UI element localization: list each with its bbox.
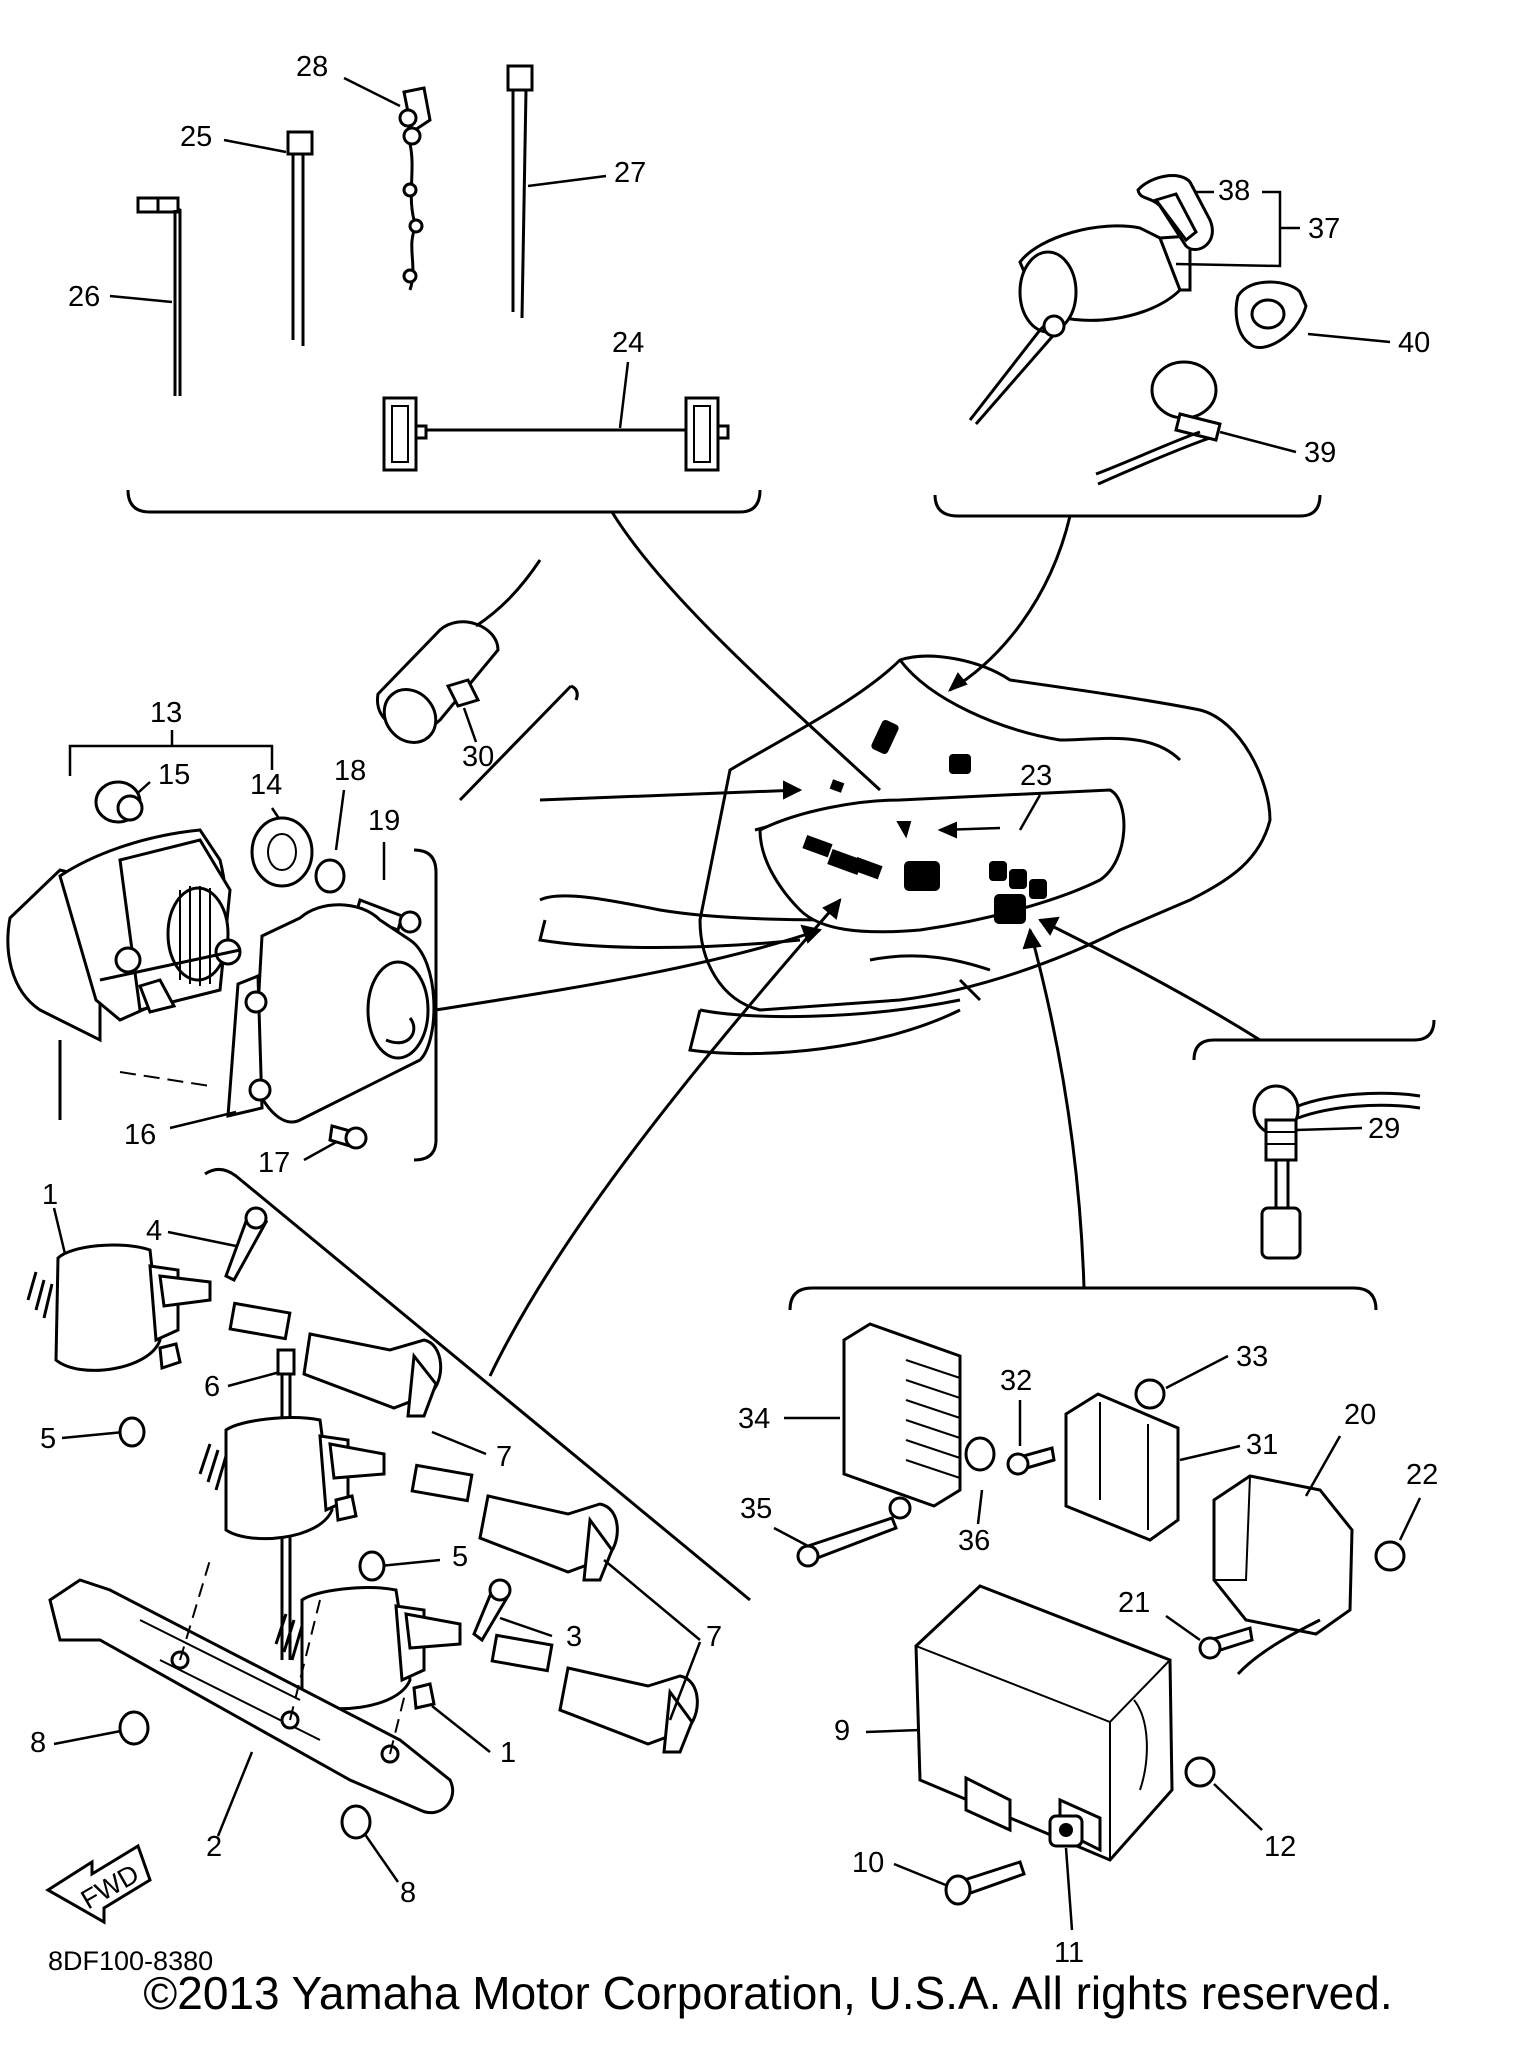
callout-15: 15 xyxy=(158,759,190,791)
callout-28: 28 xyxy=(296,51,328,83)
callout-25: 25 xyxy=(180,121,212,153)
snowmobile-outline: 23 xyxy=(538,654,1272,1056)
callout-35: 35 xyxy=(740,1493,772,1525)
copyright-footer: ©2013 Yamaha Motor Corporation, U.S.A. A… xyxy=(143,1967,1393,2019)
callout-14: 14 xyxy=(250,769,282,801)
callout-2: 2 xyxy=(206,1831,222,1863)
callout-3: 3 xyxy=(566,1621,582,1653)
callout-32: 32 xyxy=(1000,1365,1032,1397)
callout-8: 8 xyxy=(30,1727,46,1759)
callout-19: 19 xyxy=(368,805,400,837)
callout-38: 38 xyxy=(1218,175,1250,207)
callout-29: 29 xyxy=(1368,1113,1400,1145)
callout-7: 7 xyxy=(496,1441,512,1473)
group-sensor: 29 xyxy=(1038,916,1436,1260)
callout-7b: 7 xyxy=(706,1621,722,1653)
callout-11: 11 xyxy=(1054,1937,1084,1969)
callout-22: 22 xyxy=(1406,1459,1438,1491)
callout-24: 24 xyxy=(612,327,644,359)
group-capacitor: 30 xyxy=(376,559,803,802)
callout-40: 40 xyxy=(1398,327,1430,359)
callout-26: 26 xyxy=(68,281,100,313)
callout-16: 16 xyxy=(124,1119,156,1151)
callout-13: 13 xyxy=(150,697,182,729)
callout-1: 1 xyxy=(42,1179,58,1211)
callout-27: 27 xyxy=(614,157,646,189)
callout-36: 36 xyxy=(958,1525,990,1557)
callout-20: 20 xyxy=(1344,1399,1376,1431)
callout-17: 17 xyxy=(258,1147,290,1179)
callout-39: 39 xyxy=(1304,437,1336,469)
callout-1b: 1 xyxy=(500,1737,516,1769)
group-ecu-regulators: 34 35 36 32 33 31 20 22 21 xyxy=(738,927,1438,1969)
callout-18: 18 xyxy=(334,755,366,787)
callout-9: 9 xyxy=(834,1715,850,1747)
callout-8b: 8 xyxy=(400,1877,416,1909)
callout-23: 23 xyxy=(1020,760,1052,792)
callout-5: 5 xyxy=(40,1423,56,1455)
callout-34: 34 xyxy=(738,1403,770,1435)
callout-5b: 5 xyxy=(452,1541,468,1573)
callout-30: 30 xyxy=(462,741,494,773)
callout-33: 33 xyxy=(1236,1341,1268,1373)
callout-37: 37 xyxy=(1308,213,1340,245)
callout-21: 21 xyxy=(1118,1587,1150,1619)
callout-31: 31 xyxy=(1246,1429,1278,1461)
group-main-switch: 38 37 40 39 xyxy=(933,174,1430,692)
callout-6: 6 xyxy=(204,1371,220,1403)
group-harness-clamps: 26 25 28 27 24 xyxy=(68,51,882,792)
drawing-code: 8DF100-8380 xyxy=(48,1946,213,1976)
callout-4: 4 xyxy=(146,1215,162,1247)
callout-12: 12 xyxy=(1264,1831,1296,1863)
callout-10: 10 xyxy=(852,1847,884,1879)
group-ignition-coils: 1 4 5 6 7 5 3 xyxy=(26,898,842,1976)
group-starter: 13 15 14 18 19 16 xyxy=(6,697,822,1179)
